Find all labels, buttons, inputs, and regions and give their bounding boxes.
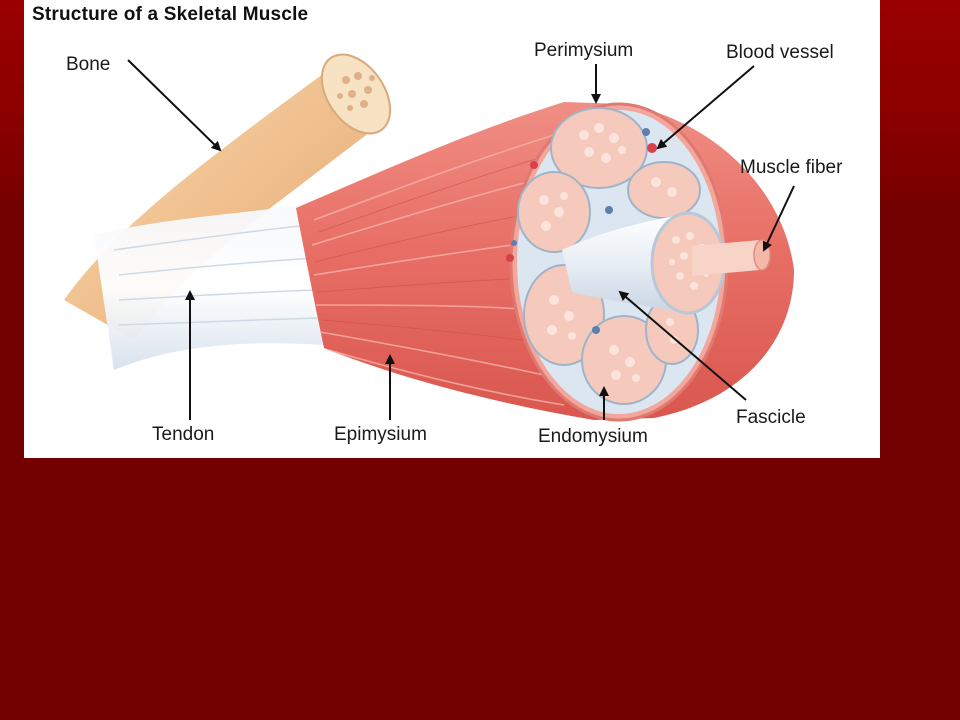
blood-vessel-marks — [506, 128, 657, 334]
blood-vessel-arrow — [656, 65, 755, 150]
endomysium-label: Endomysium — [538, 426, 648, 447]
bone-label: Bone — [66, 54, 111, 75]
fascicle-arrow — [618, 290, 747, 401]
figure-title: Structure of a Skeletal Muscle — [32, 4, 309, 25]
epimysium-label: Epimysium — [334, 424, 427, 445]
blood-vessel-label: Blood vessel — [726, 42, 834, 63]
fascicle-shape — [562, 211, 726, 315]
muscle-illustration — [64, 53, 795, 422]
tendon-label: Tendon — [152, 424, 215, 445]
fascicle-label: Fascicle — [736, 407, 806, 428]
label-arrows — [127, 59, 795, 420]
muscle-fiber-arrow — [762, 185, 795, 252]
muscle-fiber-label: Muscle fiber — [740, 157, 843, 178]
perimysium-label: Perimysium — [534, 40, 634, 61]
tendon-shape — [94, 205, 324, 370]
muscle-diagram-figure: Structure of a Skeletal Muscle Bone Peri… — [24, 0, 880, 458]
bone-arrow — [127, 59, 222, 152]
